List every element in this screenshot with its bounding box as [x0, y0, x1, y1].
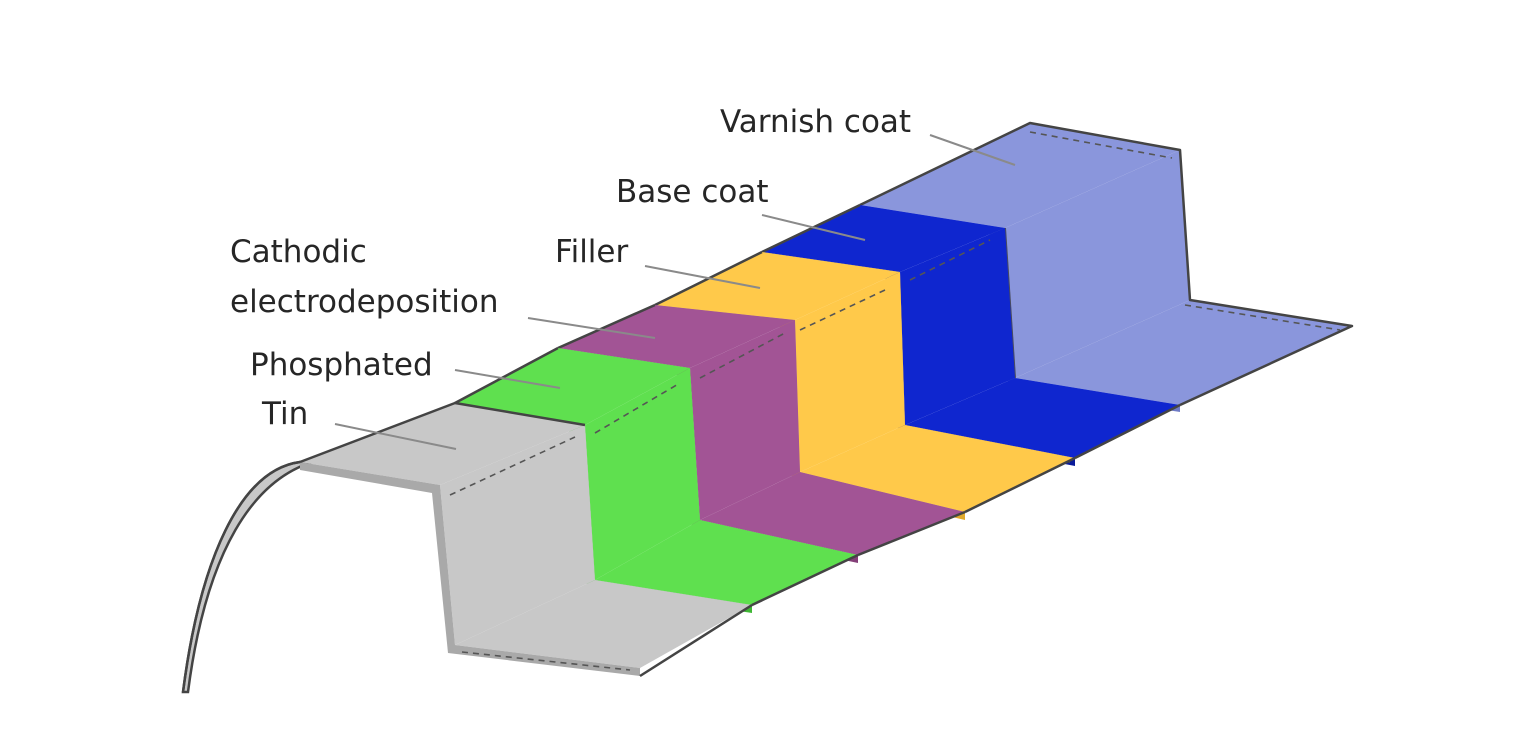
layer-basecoat	[761, 203, 1181, 466]
layer-varnish-top-face	[860, 123, 1180, 228]
layer-cathodic-bottom-face	[700, 472, 965, 555]
label-tin: Tin	[261, 396, 308, 432]
label-cathodic-line1: Cathodic	[230, 234, 367, 270]
leader-basecoat	[761, 214, 866, 241]
label-basecoat: Base coat	[616, 174, 769, 210]
layer-phosphated-bottom-face	[595, 520, 858, 605]
leader-filler	[644, 265, 761, 289]
layer-tin-curl	[181, 456, 331, 694]
layer-tin-top-face	[300, 403, 585, 485]
leader-cathodic	[527, 317, 656, 339]
layer-phosphated-top-face	[455, 348, 690, 425]
layer-phosphated	[454, 346, 859, 613]
layer-varnish-bottom-face	[1015, 300, 1352, 405]
layer-basecoat-bottom-face	[905, 378, 1180, 458]
layer-basecoat-wall-face	[900, 228, 1015, 425]
layer-tin	[181, 401, 753, 694]
leader-varnish	[929, 134, 1016, 166]
layer-phosphated-wall-face	[585, 368, 700, 580]
leader-tin	[334, 423, 457, 450]
layer-filler-top-face	[655, 252, 900, 320]
layer-filler	[654, 250, 1076, 520]
layer-cathodic-wall-face	[690, 320, 800, 520]
layer-varnish-wall-face	[1005, 150, 1190, 378]
leader-phosphated	[454, 369, 561, 389]
layer-tin-wall-face	[440, 425, 595, 645]
layer-filler-bottom-face	[800, 425, 1075, 512]
layer-cathodic	[557, 303, 966, 563]
label-varnish: Varnish coat	[720, 104, 911, 140]
layer-cathodic-top-face	[558, 305, 795, 368]
layer-varnish	[859, 121, 1354, 412]
label-phosphated: Phosphated	[250, 347, 433, 383]
layer-basecoat-top-face	[762, 205, 1005, 272]
label-cathodic-line2: electrodeposition	[230, 284, 499, 320]
layer-filler-wall-face	[795, 272, 905, 472]
label-filler: Filler	[555, 234, 628, 270]
layer-tin-bottom-face	[455, 580, 752, 668]
